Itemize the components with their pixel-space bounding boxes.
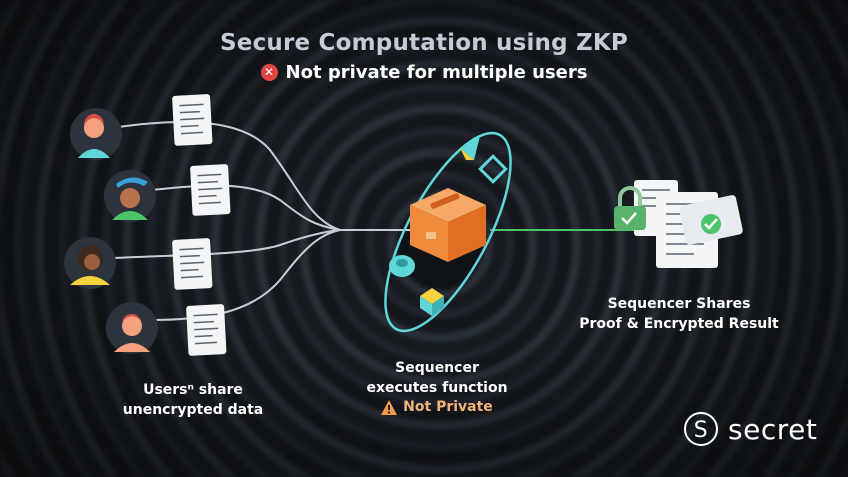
secret-logo: S secret [684, 412, 817, 446]
result-label: Sequencer Shares Proof & Encrypted Resul… [572, 294, 786, 334]
x-circle-icon: ✕ [260, 64, 278, 81]
avatar [106, 302, 158, 354]
user-documents [172, 94, 231, 356]
user-avatars [64, 108, 158, 354]
padlock-icon [614, 186, 646, 230]
result-bundle [614, 180, 743, 268]
document-icon [172, 94, 213, 146]
users-label-line2: unencrypted data [122, 402, 264, 418]
users-label: Usersⁿ share unencrypted data [98, 380, 288, 420]
document-icon [190, 164, 231, 216]
floating-shapes [389, 136, 508, 316]
page-title: Secure Computation using ZKP [220, 30, 628, 56]
avatar [64, 237, 116, 289]
result-label-line1: Sequencer Shares [607, 296, 751, 312]
warning-icon [381, 399, 398, 415]
user-line-3 [114, 229, 341, 259]
document-icon [186, 304, 227, 356]
document-icon [172, 238, 213, 290]
sequencer-box [410, 188, 486, 262]
subtitle-row: ✕ Not private for multiple users [0, 62, 848, 83]
users-label-line1: Usersⁿ share [143, 382, 243, 398]
sequencer-label: Sequencer executes function [352, 358, 522, 398]
user-data-lines [114, 120, 410, 321]
brand-name: secret [728, 412, 818, 446]
warning-text: Not Private [403, 399, 493, 415]
result-label-line2: Proof & Encrypted Result [579, 316, 779, 332]
sequencer-label-line1: Sequencer [395, 360, 479, 376]
avatar [104, 170, 156, 222]
subtitle-text: Not private for multiple users [285, 62, 588, 83]
diamond-shape [478, 154, 508, 184]
user-line-2 [151, 184, 341, 231]
sequencer-label-line2: executes function [366, 380, 508, 396]
sequencer-warning: Not Private [372, 399, 502, 415]
user-line-1 [117, 120, 341, 231]
pyramid-shape [460, 136, 480, 160]
secret-logo-icon: S [684, 412, 718, 446]
avatar [70, 108, 122, 160]
envelope-icon [679, 195, 743, 245]
